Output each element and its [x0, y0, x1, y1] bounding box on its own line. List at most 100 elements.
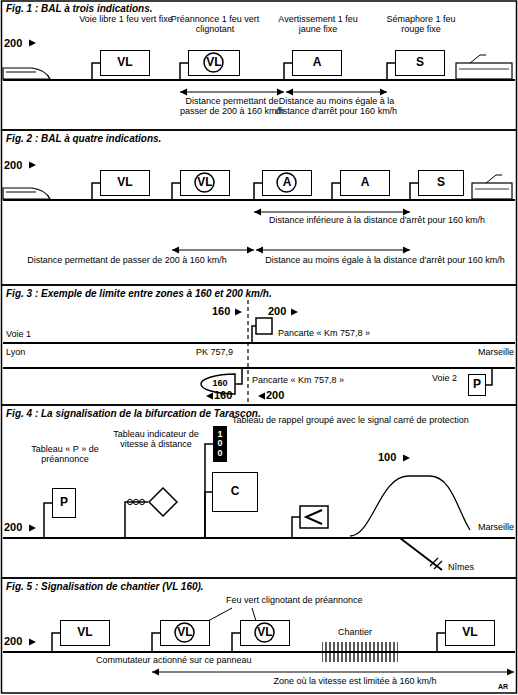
pantograph — [486, 175, 502, 183]
dimension-arrow — [180, 89, 187, 96]
mast — [254, 183, 262, 200]
speed-value: 100 — [378, 451, 396, 463]
train-window — [6, 72, 36, 73]
figure-title: Fig. 2 : BAL à quatre indications. — [6, 133, 161, 144]
train-tgv — [3, 68, 50, 79]
annotation: Feu vert clignotant de préannonce — [226, 596, 363, 606]
signal-caption: Préannonce 1 feu vert clignotant — [167, 15, 263, 35]
speed-value: 200 — [268, 305, 286, 317]
annotation: Marseille — [430, 523, 514, 533]
direction-board — [300, 506, 328, 528]
mast — [180, 63, 188, 80]
pantograph — [470, 55, 486, 63]
flashing-ring — [175, 623, 194, 642]
arrow-head — [235, 309, 242, 316]
km-board — [256, 318, 272, 334]
speed-value: 160 — [212, 305, 230, 317]
locomotive — [472, 183, 512, 199]
dimension-arrow — [256, 247, 263, 254]
dimension-arrow — [254, 209, 261, 216]
signal-panel: Voie libre 1 feu vert fixeVL — [100, 50, 150, 76]
mast — [232, 633, 240, 652]
figure-panel — [2, 405, 517, 578]
signal-panel: A — [262, 170, 312, 196]
speed-value: 200 — [4, 37, 22, 49]
annotation: Pancarte « Km 757,8 » — [252, 376, 344, 386]
locomotive-detail — [459, 69, 509, 70]
signal-letter: 160 — [212, 379, 227, 389]
signal-letter: VL — [257, 626, 272, 639]
dimension-arrow — [277, 89, 284, 96]
signal-caption: Avertissement 1 feu jaune fixe — [271, 15, 365, 35]
signal-letter: P — [60, 496, 68, 509]
mast — [92, 63, 100, 80]
signal-caption: Tableau « P » de préannonce — [15, 445, 115, 465]
annotation: Chantier — [338, 628, 372, 638]
mast — [172, 183, 180, 200]
arrow-head — [29, 40, 36, 47]
dimension-line — [254, 212, 410, 213]
speed-value: 160 — [214, 389, 232, 401]
annotation: Zone où la vitesse est limitée à 160 km/… — [250, 677, 460, 687]
dimension-line — [172, 250, 254, 251]
signal-panel: C — [212, 472, 258, 512]
signal-panel: Tableau « P » de préannonceP — [52, 488, 76, 518]
annotation: Nîmes — [448, 563, 474, 573]
panel-outline — [148, 487, 178, 517]
arrow-head — [258, 393, 265, 400]
signal-panel: VL — [240, 620, 290, 646]
mast — [387, 63, 395, 80]
dimension-arrow — [152, 669, 159, 676]
signal-letter: P — [473, 378, 481, 391]
track-branch — [400, 538, 442, 570]
signal-letter: VL — [177, 626, 192, 639]
signal-panel: VL — [100, 170, 150, 196]
leader-line — [208, 608, 232, 621]
signal-panel: A — [340, 170, 390, 196]
signal-letter: VL — [206, 56, 221, 69]
mast — [332, 183, 340, 200]
speed-value: 200 — [4, 521, 22, 533]
annotation: Commutateur actionné sur ce panneau — [96, 656, 252, 666]
track — [3, 367, 515, 369]
dimension-line — [152, 672, 514, 673]
annotation: Voie 2 — [432, 374, 457, 384]
figure-title: Fig. 3 : Exemple de limite entre zones à… — [6, 288, 272, 299]
signal-letter: VL — [462, 626, 477, 639]
dimension-arrow — [172, 247, 179, 254]
signal-panel: VL — [180, 170, 230, 196]
train-window — [6, 192, 36, 193]
track — [3, 79, 515, 81]
flashing-ring — [277, 173, 296, 192]
locomotive-detail — [475, 189, 509, 190]
signal-panel: Sémaphore 1 feu rouge fixeS — [395, 50, 445, 76]
track — [3, 651, 515, 653]
annotation: Distance permettant de passer de 200 à 1… — [172, 97, 292, 117]
signal-panel: VL — [445, 620, 495, 646]
signal-panel: P — [468, 374, 486, 396]
mast — [205, 492, 212, 538]
signal-letter: S — [437, 176, 445, 189]
arrow-head — [291, 309, 298, 316]
track — [3, 342, 515, 344]
signal-caption: Sémaphore 1 feu rouge fixe — [374, 15, 468, 35]
speed-profile — [350, 476, 470, 536]
track — [3, 537, 515, 539]
branch-mark — [430, 558, 438, 566]
speed-value: 200 — [266, 389, 284, 401]
zone-limit — [247, 300, 248, 403]
dimension-line — [256, 250, 410, 251]
dimension-arrow — [403, 247, 410, 254]
signal-letter: A — [361, 176, 370, 189]
dimension-arrow — [403, 209, 410, 216]
signal-panel: Préannonce 1 feu vert clignotantVL — [188, 50, 240, 76]
branch-mark — [434, 561, 442, 569]
signal-letter: VL — [117, 176, 132, 189]
mast — [52, 633, 60, 652]
annotation: AR — [498, 683, 508, 691]
signal-panel: VL — [60, 620, 110, 646]
signal-panel: Tableau indicateur de vitesse à distance — [148, 487, 178, 517]
dimension-line — [180, 92, 284, 93]
annotation: Pancarte « Km 757,8 » — [278, 329, 370, 339]
